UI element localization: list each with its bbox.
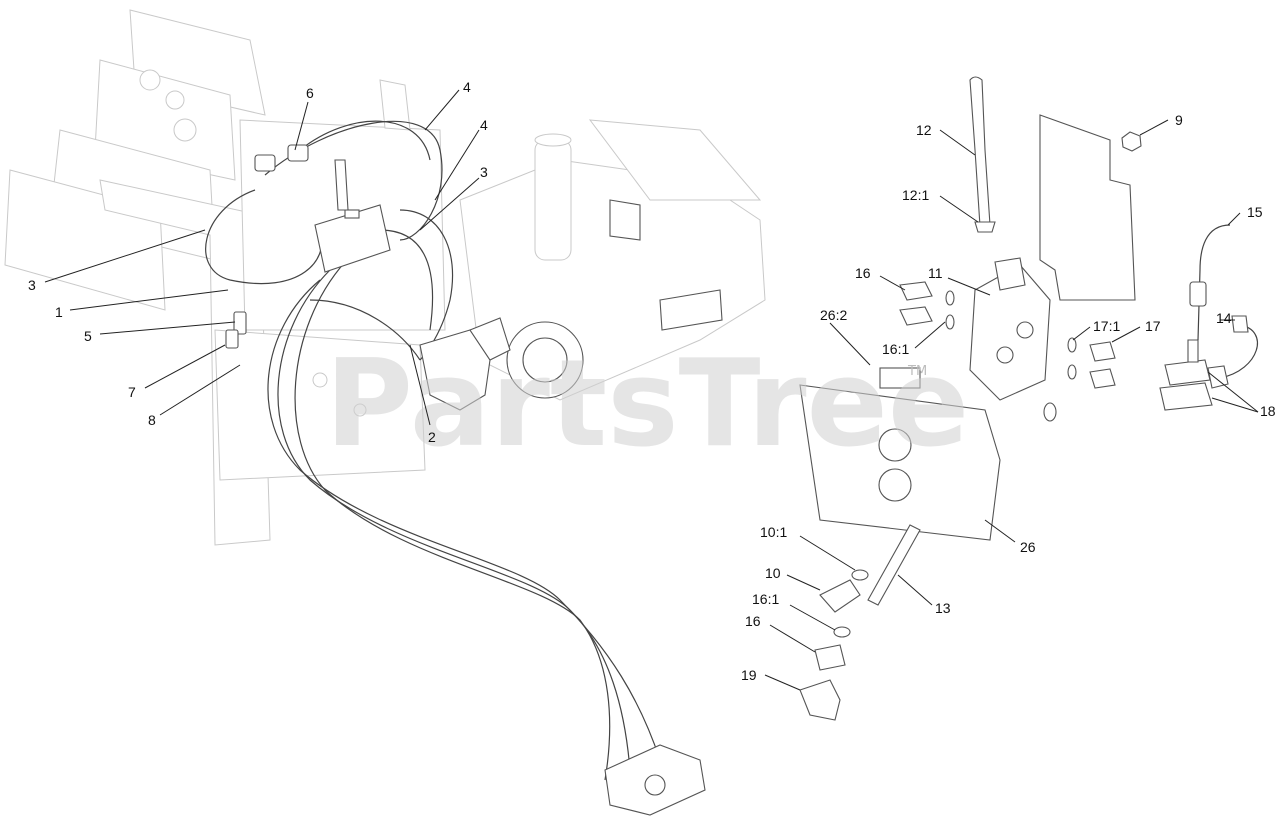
trademark-mark: TM (907, 364, 927, 379)
callout-1: 1 (55, 304, 63, 320)
watermark-text: PartsTree (325, 335, 969, 474)
callout-16-1b: 16:1 (752, 591, 779, 607)
callout-10: 10 (765, 565, 781, 581)
callout-14: 14 (1216, 310, 1232, 326)
callout-3a: 3 (480, 164, 488, 180)
callout-8: 8 (148, 412, 156, 428)
callout-16b: 16 (745, 613, 761, 629)
callout-5: 5 (84, 328, 92, 344)
right-components (799, 76, 1258, 721)
callout-9: 9 (1175, 112, 1183, 128)
callout-12: 12 (916, 122, 932, 138)
callout-4b: 4 (480, 117, 488, 133)
callout-10-1: 10:1 (760, 524, 787, 540)
left-components (225, 144, 706, 816)
callout-6: 6 (306, 85, 314, 101)
callout-17: 17 (1145, 318, 1161, 334)
callout-26-2: 26:2 (820, 307, 847, 323)
callout-13: 13 (935, 600, 951, 616)
callout-7: 7 (128, 384, 136, 400)
callout-26: 26 (1020, 539, 1036, 555)
callout-3b: 3 (28, 277, 36, 293)
leader-lines (44, 89, 1259, 691)
tractor-frame (4, 9, 766, 546)
callout-17-1: 17:1 (1093, 318, 1120, 334)
callout-4a: 4 (463, 79, 471, 95)
callout-16-1a: 16:1 (882, 341, 909, 357)
callout-16a: 16 (855, 265, 871, 281)
callout-19: 19 (741, 667, 757, 683)
callout-labels: 6 4 4 3 3 1 5 7 8 2 12 9 12:1 15 16 11 2… (28, 79, 1276, 683)
callout-18: 18 (1260, 403, 1276, 419)
callout-12-1: 12:1 (902, 187, 929, 203)
callout-2: 2 (428, 429, 436, 445)
callout-11: 11 (928, 265, 943, 281)
callout-15: 15 (1247, 204, 1263, 220)
